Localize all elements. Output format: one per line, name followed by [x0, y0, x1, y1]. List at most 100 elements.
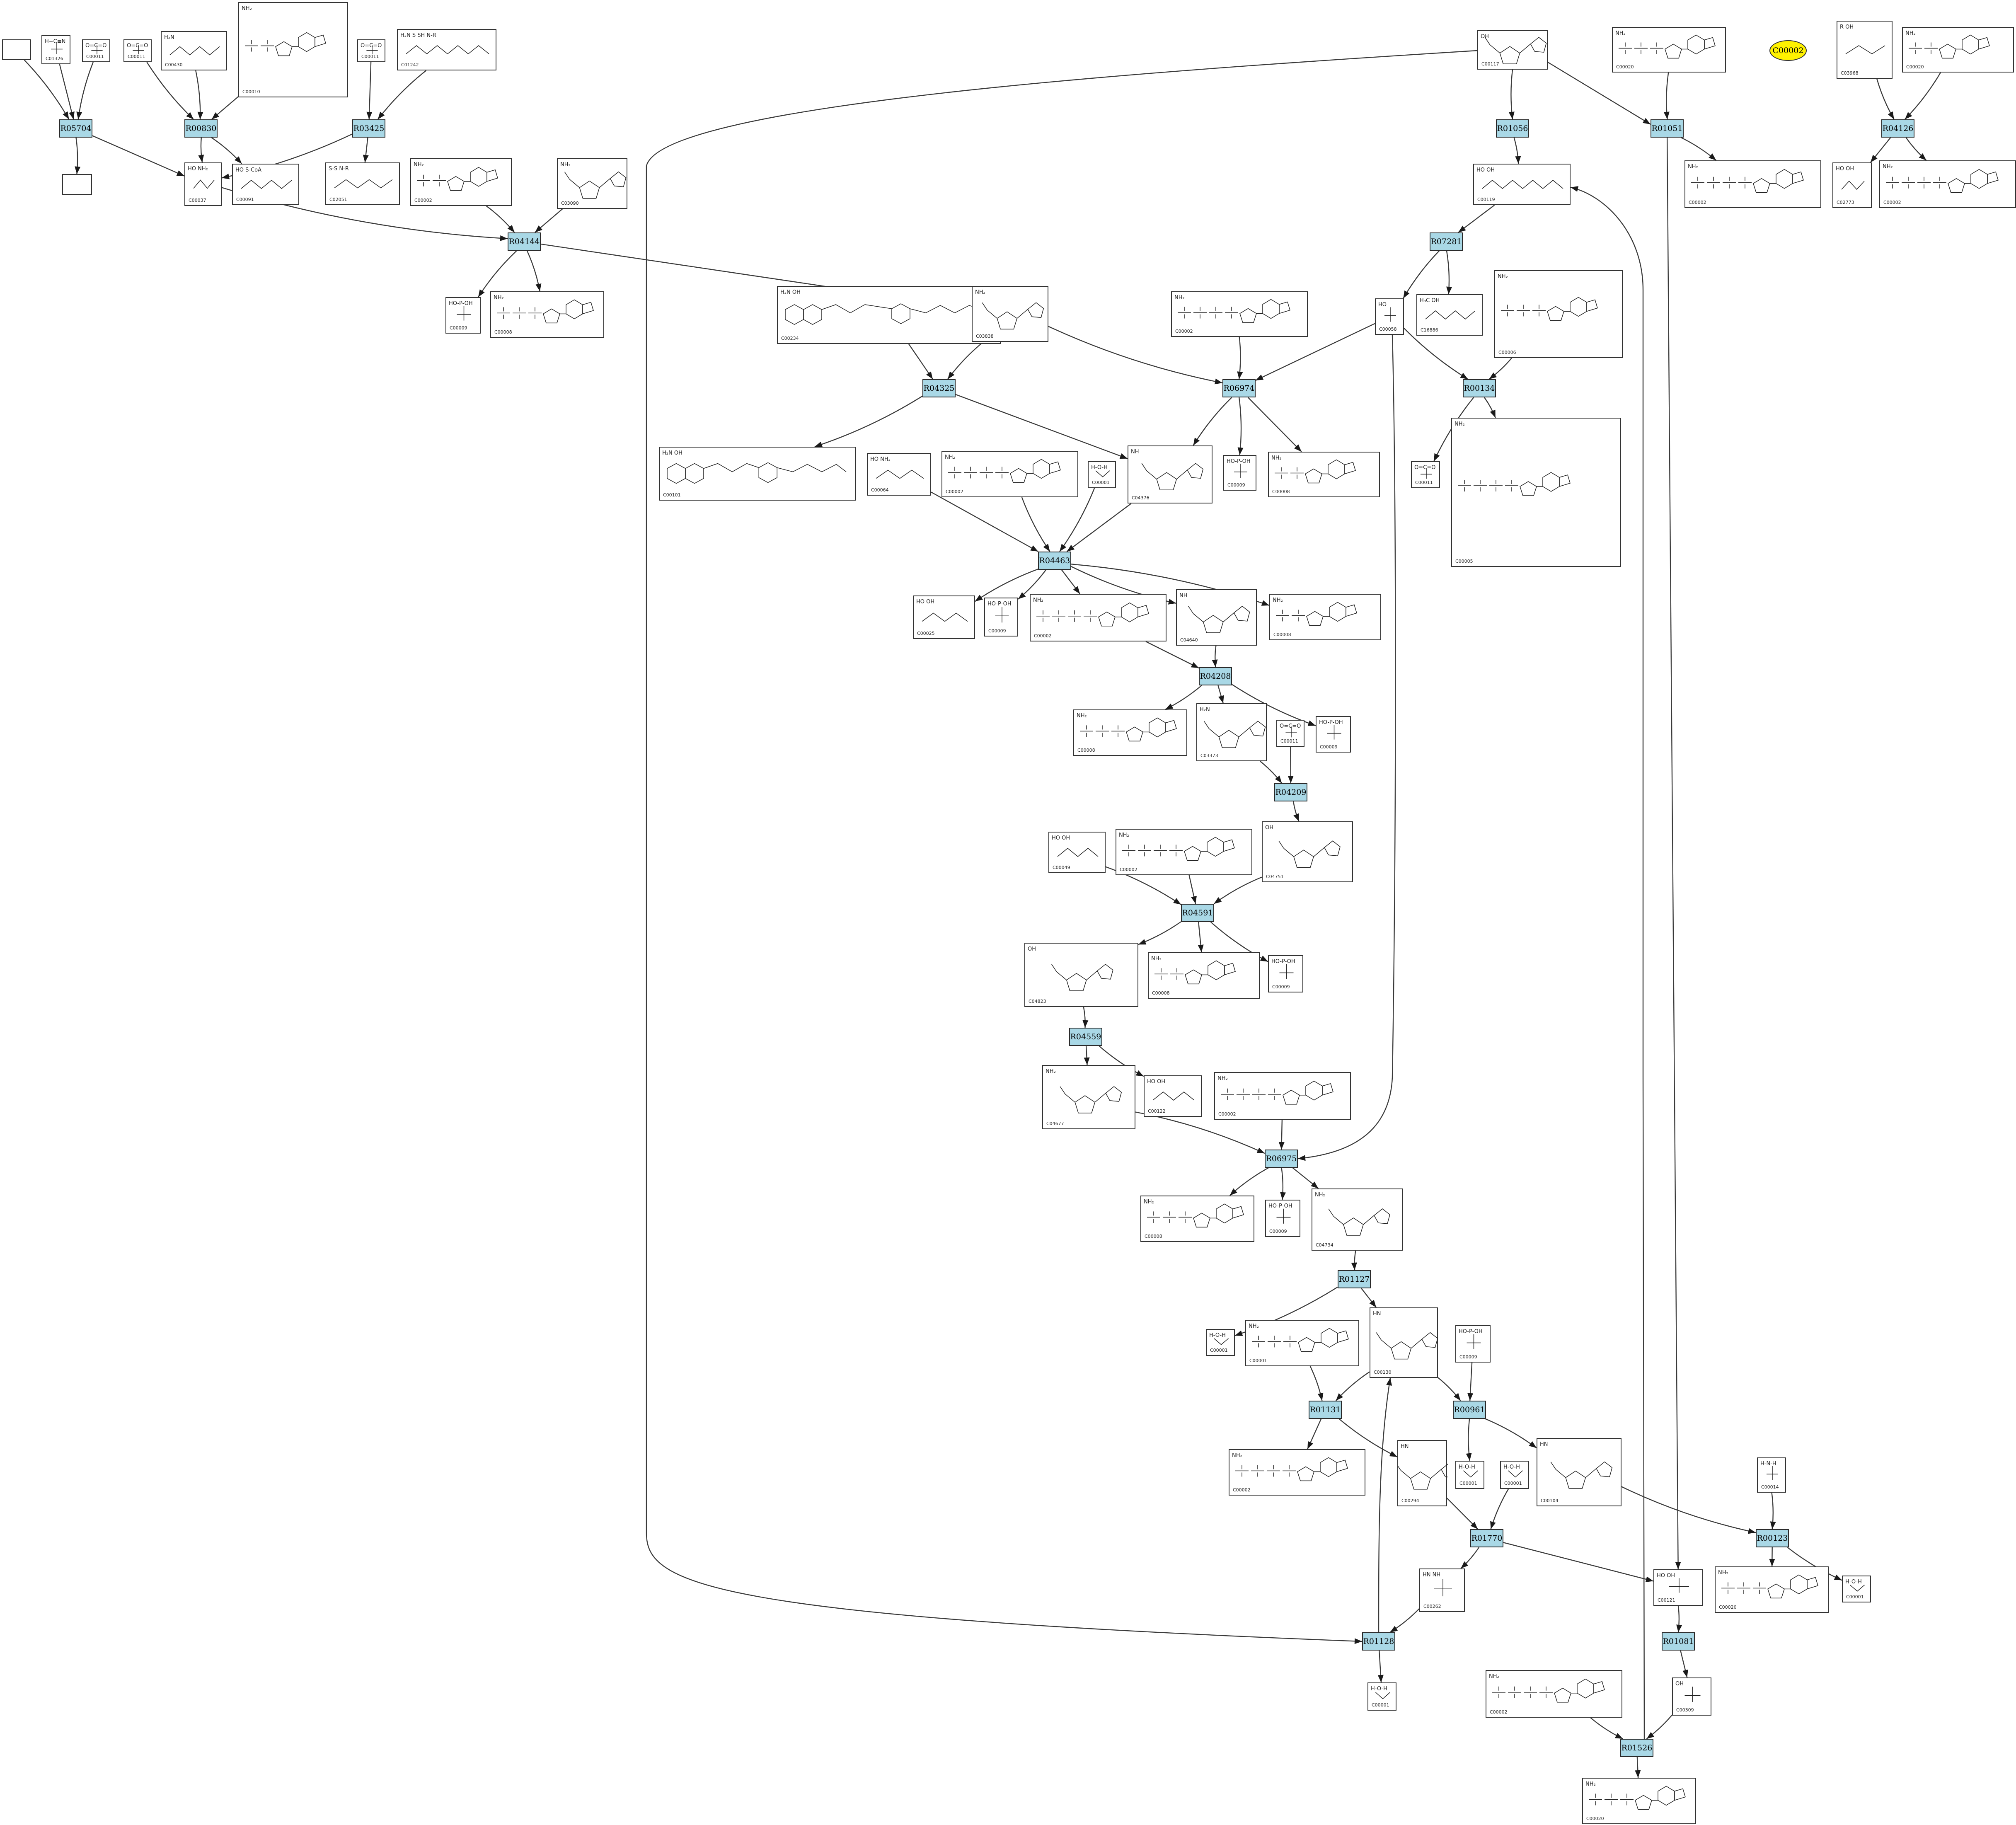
reaction-R04559[interactable]: R04559 [1069, 1028, 1102, 1046]
reaction-R01127[interactable]: R01127 [1338, 1270, 1371, 1288]
highlight-compound-C00002[interactable]: C00002 [1769, 40, 1807, 61]
reaction-R03425[interactable]: R03425 [352, 119, 385, 138]
reaction-R05704[interactable]: R05704 [59, 119, 92, 138]
reaction-R01128[interactable]: R01128 [1362, 1632, 1395, 1651]
reaction-R07281[interactable]: R07281 [1430, 232, 1463, 251]
reaction-R04463[interactable]: R04463 [1038, 552, 1071, 570]
reaction-R01131[interactable]: R01131 [1309, 1401, 1342, 1419]
reaction-R00123[interactable]: R00123 [1756, 1529, 1789, 1547]
reaction-R06974[interactable]: R06974 [1222, 379, 1256, 397]
reaction-R00961[interactable]: R00961 [1453, 1401, 1486, 1419]
reaction-R04591[interactable]: R04591 [1181, 904, 1214, 922]
compound-blank[interactable] [62, 174, 92, 195]
reaction-R01770[interactable]: R01770 [1470, 1529, 1503, 1547]
reaction-R00830[interactable]: R00830 [184, 119, 218, 138]
reaction-R01081[interactable]: R01081 [1662, 1632, 1695, 1651]
compound-blank[interactable] [2, 39, 31, 60]
reaction-R04208[interactable]: R04208 [1199, 667, 1232, 685]
reaction-R04325[interactable]: R04325 [922, 379, 956, 397]
reaction-R04144[interactable]: R04144 [508, 232, 541, 251]
reaction-R01051[interactable]: R01051 [1651, 119, 1684, 138]
reaction-R04126[interactable]: R04126 [1881, 119, 1914, 138]
reaction-R01526[interactable]: R01526 [1620, 1739, 1653, 1757]
reaction-R04209[interactable]: R04209 [1274, 783, 1307, 801]
reaction-R06975[interactable]: R06975 [1265, 1150, 1298, 1168]
reaction-R01056[interactable]: R01056 [1496, 119, 1529, 138]
reaction-R00134[interactable]: R00134 [1463, 379, 1496, 397]
